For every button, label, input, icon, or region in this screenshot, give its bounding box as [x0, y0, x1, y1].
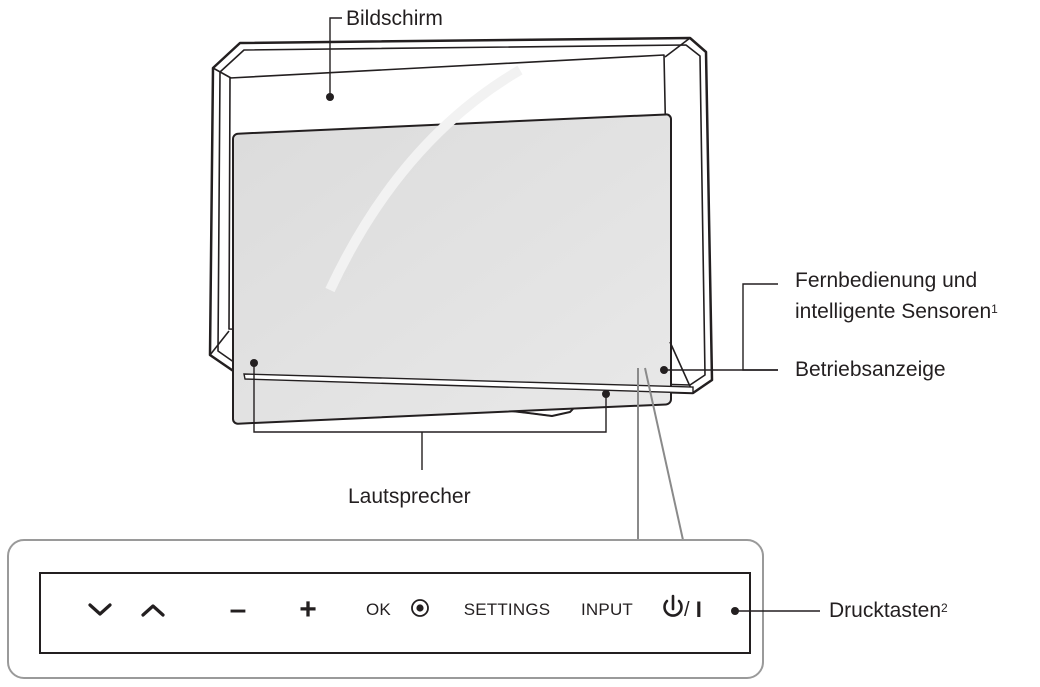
- zoom-line-right: [644, 367, 684, 541]
- bevel-br: [669, 341, 694, 394]
- power-bar: I: [695, 597, 703, 622]
- label-power-indicator: Betriebsanzeige: [795, 358, 946, 381]
- label-remote-sensor-2: intelligente Sensoren1: [795, 299, 998, 325]
- settings-button[interactable]: SETTINGS: [457, 588, 557, 632]
- label-remote-sensor-line1: Fernbedienung und: [795, 269, 978, 292]
- down-button[interactable]: [80, 588, 120, 632]
- label-speakers: Lautsprecher: [348, 485, 471, 508]
- bevel-bl: [209, 330, 230, 356]
- power-button[interactable]: / I: [684, 588, 720, 632]
- label-remote-sensor: Fernbedienung und: [795, 268, 977, 294]
- speaker-dot-left: [250, 359, 258, 367]
- chevron-down-icon: [88, 603, 112, 616]
- bevel-tl: [212, 67, 232, 79]
- callout-screen-dot: [326, 93, 334, 101]
- ok-dot-icon: [416, 604, 424, 612]
- speaker-dot-right: [602, 390, 610, 398]
- ok-button[interactable]: OK: [366, 588, 410, 632]
- ok-label: OK: [366, 600, 391, 619]
- power-icon: [663, 599, 683, 617]
- footnote-2: 2: [941, 601, 948, 615]
- callout-screen: [329, 17, 342, 97]
- settings-label: SETTINGS: [463, 600, 551, 619]
- callout-speakers: [253, 363, 607, 433]
- label-buttons: Drucktasten2: [829, 598, 948, 624]
- minus-icon: –: [229, 593, 247, 626]
- callout-indicator-dot: [660, 366, 668, 374]
- label-screen: Bildschirm: [346, 7, 443, 30]
- callout-buttons-dot: [731, 607, 739, 615]
- input-button[interactable]: INPUT: [572, 588, 642, 632]
- tv-frame-inner-line: [217, 44, 706, 386]
- power-slash: /: [684, 598, 690, 621]
- label-buttons-text: Drucktasten: [829, 599, 942, 622]
- volume-up-button[interactable]: +: [288, 588, 328, 632]
- button-strip: [39, 572, 751, 654]
- plus-icon: +: [299, 593, 317, 626]
- callout-sensor: [742, 283, 778, 371]
- footnote-1: 1: [991, 302, 998, 316]
- volume-down-button[interactable]: –: [218, 588, 258, 632]
- label-remote-sensor-line2: intelligente Sensoren: [795, 300, 992, 323]
- chevron-up-icon: [141, 604, 165, 617]
- input-label: INPUT: [581, 600, 633, 619]
- screen-reflection: [325, 65, 523, 293]
- bevel-tr: [664, 37, 691, 58]
- up-button[interactable]: [133, 588, 173, 632]
- ok-ring-icon: [411, 599, 429, 617]
- bottom-lip: [243, 373, 694, 394]
